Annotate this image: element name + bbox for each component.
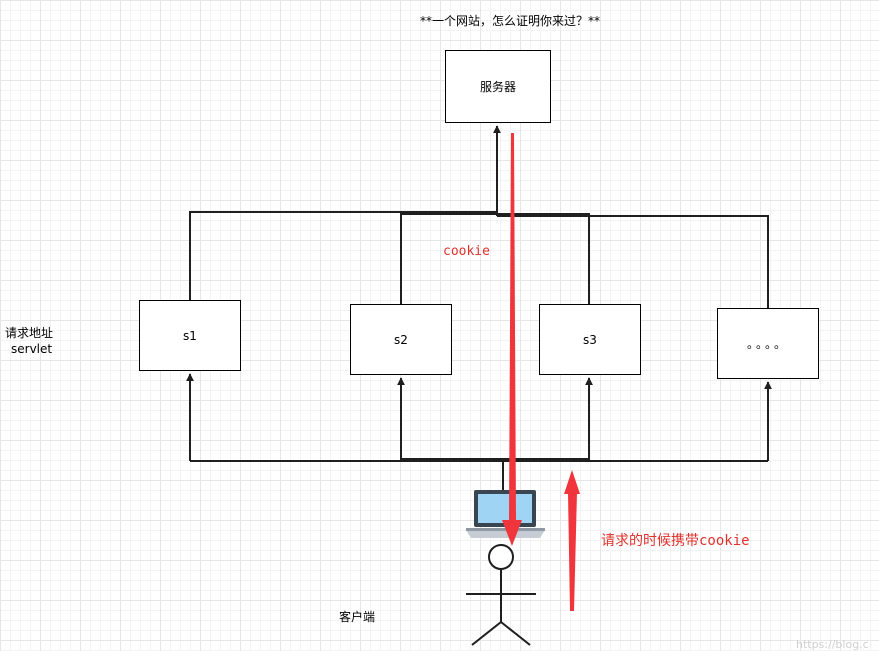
servlet-box-more: 。。。。 (717, 308, 819, 379)
request-cookie-label: 请求的时候携带cookie (601, 533, 750, 549)
cookie-label: cookie (443, 244, 490, 259)
route-s2-to-server (400, 213, 497, 304)
user-stick-figure-icon (466, 544, 536, 646)
server-box: 服务器 (445, 50, 551, 123)
servlet-label-s3: s3 (583, 332, 597, 347)
servlet-label-s1: s1 (183, 328, 197, 343)
red-arrow-client-to-server (564, 470, 580, 611)
servlet-box-s1: s1 (139, 300, 241, 371)
route-s3-to-server (497, 213, 590, 304)
server-label: 服务器 (479, 80, 516, 94)
request-address-line2: servlet (11, 342, 53, 356)
request-address-label: 请求地址 servlet (5, 325, 53, 357)
laptop-icon (466, 490, 545, 538)
client-label: 客户端 (339, 610, 376, 624)
request-address-line1: 请求地址 (5, 326, 54, 340)
red-arrow-server-to-client (502, 133, 522, 546)
watermark: https://blog.c (796, 638, 869, 651)
servlet-box-s2: s2 (350, 304, 452, 375)
route-dots-to-server (497, 215, 769, 308)
servlet-label-more: 。。。。 (746, 337, 789, 351)
diagram-title: **一个网站，怎么证明你来过？** (420, 14, 601, 28)
route-client-bus (190, 460, 504, 490)
servlet-label-s2: s2 (394, 332, 408, 347)
route-s1-to-server (189, 211, 497, 300)
servlet-box-s3: s3 (539, 304, 641, 375)
